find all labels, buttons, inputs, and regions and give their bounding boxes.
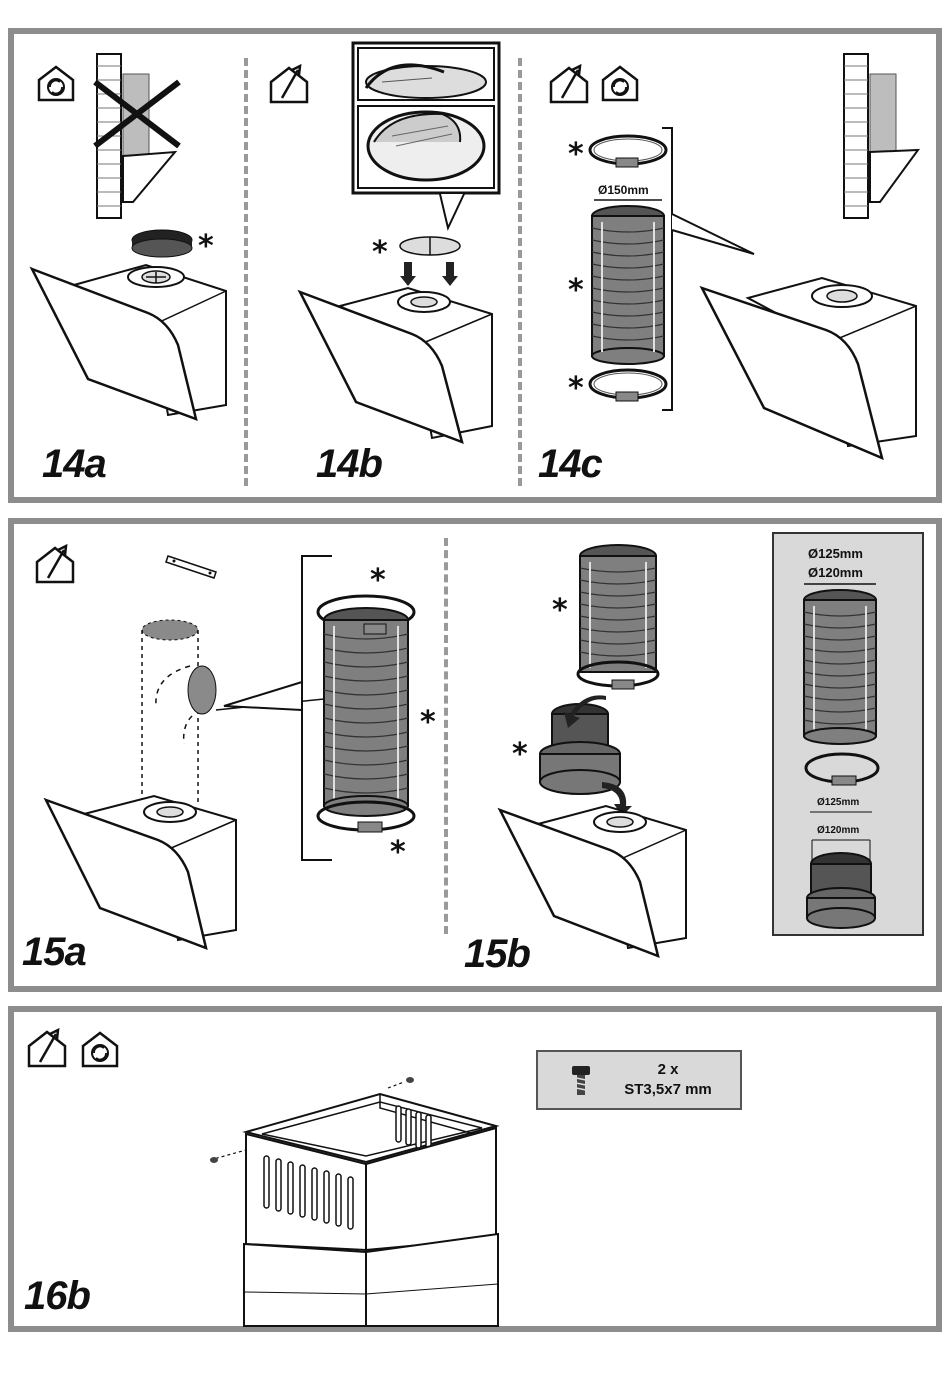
- cooker-hood-14b: [296, 282, 496, 447]
- figure-label-15b: 15b: [464, 934, 530, 974]
- asterisk-marker: *: [420, 708, 436, 738]
- callout-pointer: [222, 680, 304, 716]
- hose-clamp-bottom: [588, 366, 668, 406]
- diameter-label-125: Ø125mm: [808, 547, 863, 560]
- flexible-duct-150: [588, 196, 668, 366]
- recirculation-house-icon: [36, 64, 76, 102]
- extraction-house-icon: [548, 64, 590, 104]
- asterisk-marker: *: [512, 740, 528, 770]
- screw-spec-box: 2 x ST3,5x7 mm: [536, 1050, 742, 1110]
- figure-label-14c: 14c: [538, 444, 602, 484]
- hose-clamp-detail: [802, 750, 882, 790]
- asterisk-marker: *: [372, 238, 388, 268]
- hose-clamp-top: [588, 132, 668, 172]
- callout-pointer: [430, 192, 470, 232]
- figure-label-14a: 14a: [42, 444, 106, 484]
- chimney-assembly: [206, 1072, 506, 1328]
- recirculation-house-icon: [80, 1030, 120, 1068]
- extraction-house-icon: [26, 1028, 68, 1068]
- duct-position-outline: [134, 616, 224, 816]
- cooker-hood-14a: [28, 255, 238, 425]
- asterisk-marker: *: [390, 838, 406, 868]
- figure-label-16b: 16b: [24, 1276, 90, 1316]
- mounting-bracket: [164, 552, 220, 582]
- separator-14a-14b: [244, 58, 248, 486]
- flexible-duct-with-clamps: [312, 594, 422, 838]
- screw-quantity: 2 x: [608, 1062, 728, 1077]
- diameter-label-125: Ø125mm: [817, 798, 859, 808]
- reducer-adapter-detail: [804, 808, 878, 932]
- flexible-duct-125: [576, 542, 666, 692]
- damper-detail-inset: [352, 42, 500, 194]
- figure-label-15a: 15a: [22, 932, 86, 972]
- screw-icon: [570, 1064, 592, 1098]
- recirculation-house-icon: [600, 64, 640, 102]
- asterisk-marker: *: [552, 596, 568, 626]
- separator-14b-14c: [518, 58, 522, 486]
- extraction-house-icon: [268, 64, 310, 104]
- separator-15a-15b: [444, 538, 448, 934]
- asterisk-marker: *: [370, 566, 386, 596]
- wall-hood-illustration: [842, 52, 922, 222]
- asterisk-marker: *: [568, 140, 584, 170]
- extraction-house-icon: [34, 544, 76, 584]
- wall-hood-crossed-illustration: [95, 52, 205, 222]
- figure-label-14b: 14b: [316, 444, 382, 484]
- asterisk-marker: *: [568, 374, 584, 404]
- flexible-duct-detail: [800, 582, 880, 746]
- cooker-hood-14c: [698, 270, 920, 462]
- carbon-filter-disc: [130, 228, 194, 258]
- asterisk-marker: *: [568, 276, 584, 306]
- screw-size: ST3,5x7 mm: [608, 1082, 728, 1097]
- damper-disc: [398, 234, 462, 258]
- diameter-label-150: Ø150mm: [598, 184, 649, 196]
- diameter-label-120: Ø120mm: [808, 566, 863, 579]
